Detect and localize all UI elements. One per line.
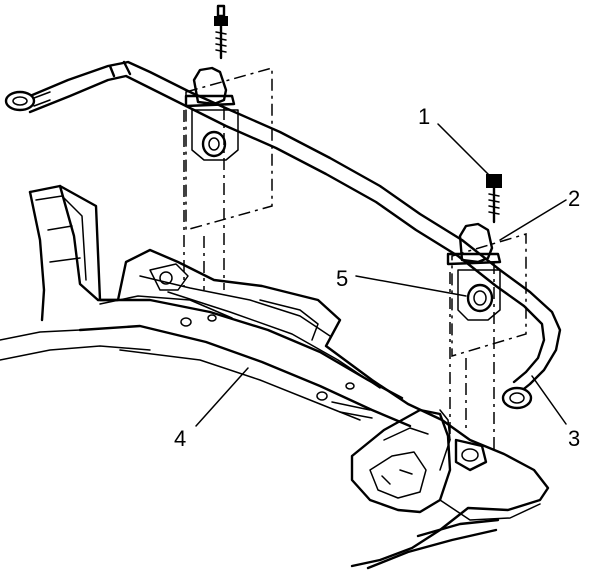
- stabilizer-bar: [4, 60, 562, 410]
- left-bushing-bracket: [184, 4, 239, 161]
- right-bushing-bracket: [446, 174, 502, 321]
- leader-4: [195, 367, 249, 427]
- callout-3: 3: [568, 426, 580, 451]
- right-bushing: [466, 283, 494, 313]
- callout-leaders: [195, 123, 567, 427]
- left-bolt-head: [214, 16, 228, 26]
- callout-2: 2: [568, 186, 580, 211]
- callout-4: 4: [174, 426, 186, 451]
- lower-mount-bracket: [350, 408, 541, 570]
- frame-crossmember: [0, 184, 550, 568]
- callout-1: 1: [418, 104, 430, 129]
- leader-2: [499, 199, 567, 241]
- callout-5: 5: [336, 266, 348, 291]
- exploded-view-planes: [183, 67, 527, 450]
- left-bushing: [201, 130, 227, 158]
- bar-end-link-left: [4, 90, 36, 112]
- leader-3: [531, 375, 567, 425]
- right-bolt-head: [486, 174, 502, 188]
- leader-1: [437, 123, 493, 179]
- callout-labels: 1 2 3 4 5: [174, 104, 580, 451]
- leader-5: [355, 275, 467, 297]
- bar-end-link-right: [501, 386, 533, 410]
